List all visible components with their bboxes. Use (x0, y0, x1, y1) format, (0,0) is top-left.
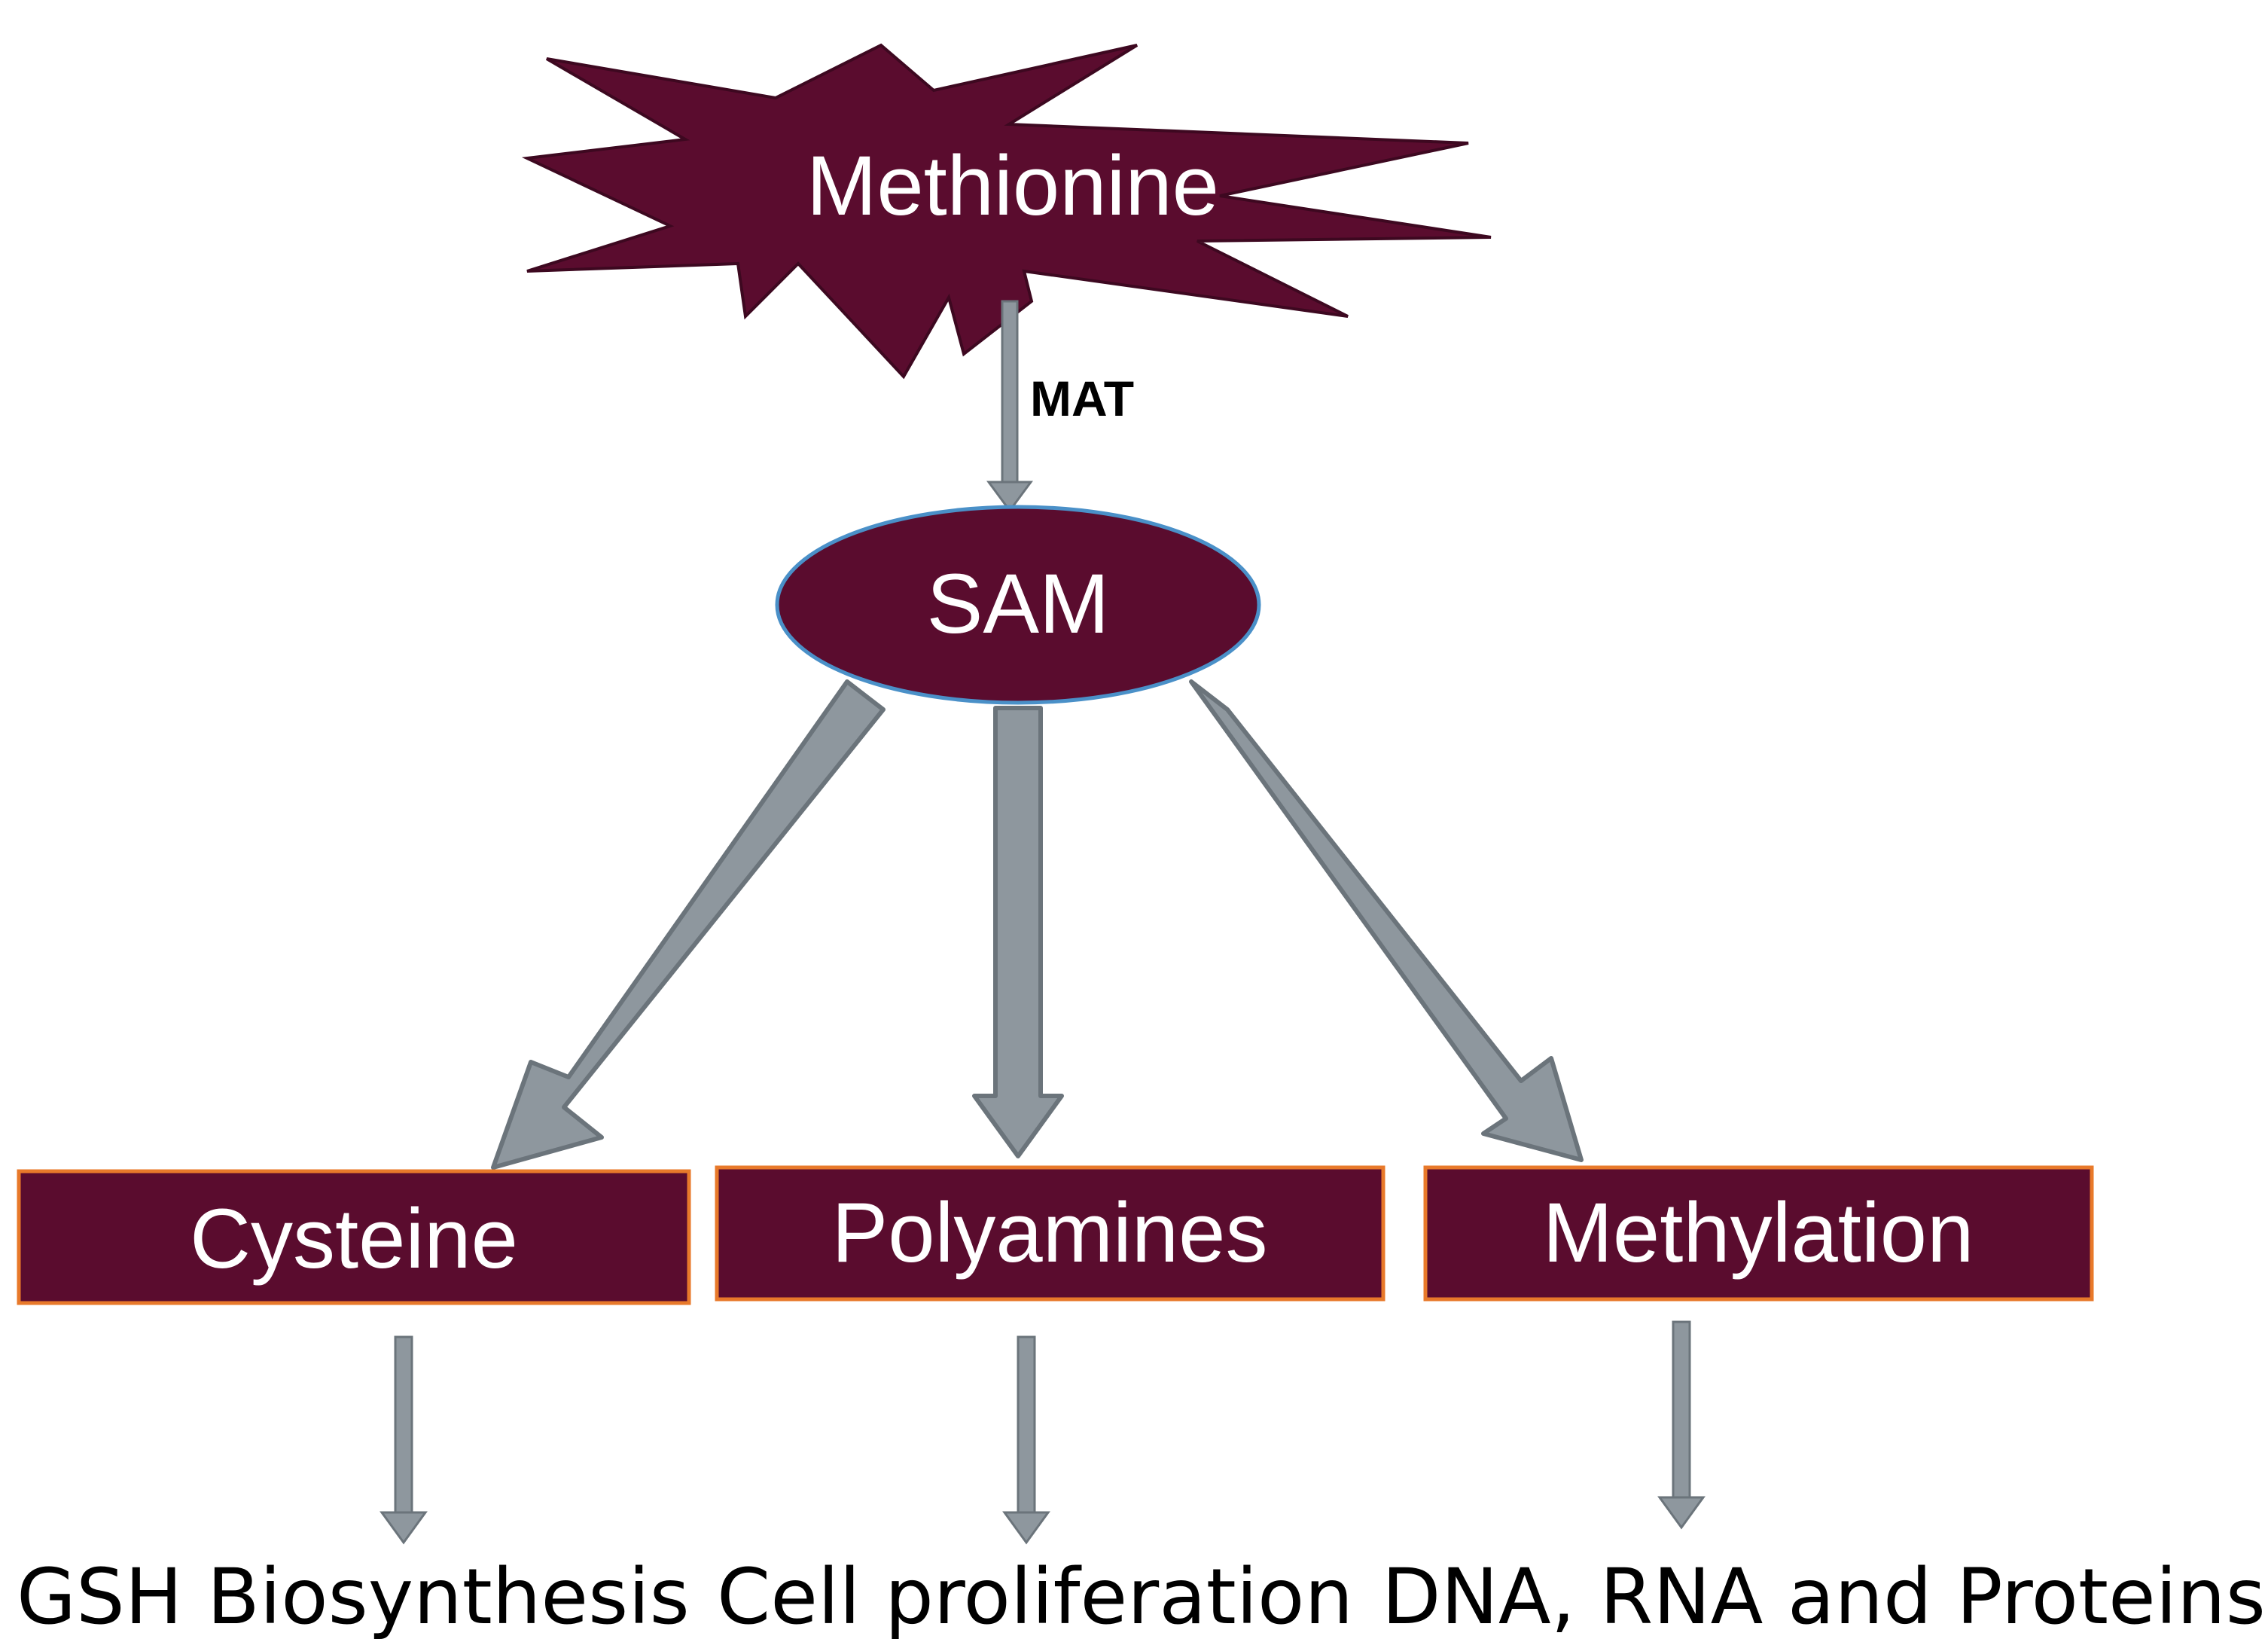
polyamines-to-proliferation-arrow (1002, 1335, 1050, 1545)
methylation-to-macromolecules-arrow-shaft (1672, 1320, 1691, 1503)
mat-arrow-shaft (1001, 300, 1019, 488)
sam-ellipse-shape (775, 505, 1261, 705)
polyamines-label: Polyamines (832, 1186, 1268, 1280)
mat-enzyme-label: MAT (1030, 371, 1134, 426)
polyamines-to-proliferation-arrow-head (1002, 1511, 1050, 1545)
sam-to-methylation-arrow-shape (1189, 679, 1584, 1162)
sam-node: SAM (775, 505, 1261, 705)
sam-to-polyamines-arrow-shape (972, 706, 1064, 1158)
methylation-to-macromolecules-arrow (1657, 1320, 1706, 1530)
sam-to-cysteine-arrow (491, 679, 886, 1170)
cysteine-box-shape (17, 1169, 691, 1305)
sam-to-cysteine-arrow-shape (491, 679, 886, 1170)
cysteine-box: Cysteine (17, 1169, 691, 1305)
methylation-label: Methylation (1543, 1186, 1974, 1280)
methionine-starburst-shape (521, 43, 1492, 380)
methionine-node: Methionine (521, 43, 1492, 380)
polyamines-to-proliferation-arrow-shaft (1017, 1335, 1036, 1518)
sam-label: SAM (927, 557, 1110, 651)
methylation-box-shape (1423, 1165, 2094, 1302)
sam-to-polyamines-arrow (972, 706, 1064, 1158)
gsh-biosynthesis-label: GSH Biosynthesis (17, 1552, 690, 1642)
dna-rna-proteins-label: DNA, RNA and Proteins (1382, 1552, 2266, 1642)
sam-to-methylation-arrow (1189, 679, 1584, 1162)
cysteine-to-gsh-arrow-head (380, 1511, 428, 1545)
methionine-label: Methionine (806, 139, 1219, 233)
polyamines-box: Polyamines (715, 1165, 1385, 1302)
cysteine-to-gsh-arrow (380, 1335, 428, 1545)
methylation-to-macromolecules-arrow-head (1657, 1496, 1706, 1530)
mat-arrow (986, 300, 1033, 513)
cysteine-to-gsh-arrow-shaft (394, 1335, 413, 1518)
methylation-box: Methylation (1423, 1165, 2094, 1302)
cell-proliferation-label: Cell proliferation (717, 1552, 1353, 1642)
cysteine-label: Cysteine (190, 1192, 518, 1286)
polyamines-box-shape (715, 1165, 1385, 1302)
mat-arrow-head (986, 481, 1033, 513)
